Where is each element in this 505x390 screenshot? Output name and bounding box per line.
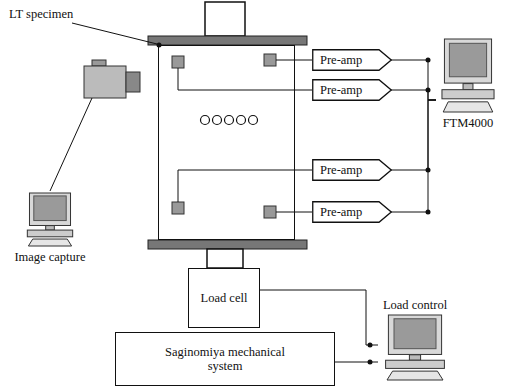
upper-plate bbox=[148, 36, 307, 45]
specimen: LT specimen bbox=[158, 45, 295, 240]
specimen-holes bbox=[201, 116, 258, 125]
upper-grip bbox=[205, 2, 245, 36]
signal-line bbox=[391, 100, 436, 170]
process-box: Saginomiya mechanical system bbox=[115, 332, 335, 386]
box-label: Pre-amp bbox=[320, 53, 362, 67]
preamp-box: Pre-amp bbox=[312, 159, 392, 181]
keyboard bbox=[387, 371, 443, 380]
hole bbox=[213, 116, 222, 125]
computer-case bbox=[442, 90, 494, 99]
computer-icon bbox=[23, 192, 77, 248]
box-label: Pre-amp bbox=[320, 83, 362, 97]
preamp-box: Pre-amp bbox=[312, 201, 392, 223]
sensor-wire bbox=[178, 68, 295, 90]
monitor-stand bbox=[463, 84, 473, 90]
signal-line bbox=[295, 212, 312, 213]
monitor-stand bbox=[409, 355, 420, 360]
preamp-box: Pre-amp bbox=[312, 49, 392, 71]
signal-line bbox=[391, 60, 436, 100]
sensor-wires bbox=[178, 60, 295, 212]
monitor-stand bbox=[46, 226, 55, 230]
preamp-shape bbox=[313, 160, 392, 181]
monitor bbox=[388, 315, 441, 354]
keyboard bbox=[28, 239, 71, 246]
lower-grip bbox=[207, 249, 243, 268]
node-label: LT specimen bbox=[9, 7, 73, 21]
computer-case bbox=[386, 361, 445, 369]
signal-line bbox=[295, 90, 312, 91]
hole bbox=[237, 116, 246, 125]
screen bbox=[449, 43, 486, 76]
keyboard bbox=[443, 102, 493, 112]
box-label: Load cell bbox=[201, 291, 248, 305]
sensor bbox=[172, 56, 184, 68]
computer: FTM4000 bbox=[436, 38, 500, 132]
box-label: Pre-amp bbox=[320, 163, 362, 177]
screen bbox=[394, 319, 436, 349]
node-label: Image capture bbox=[14, 250, 85, 264]
signal-line bbox=[295, 60, 312, 61]
preamp-box: Pre-amp bbox=[312, 79, 392, 101]
computer-icon bbox=[380, 314, 450, 382]
box-label: Saginomiya mechanical system bbox=[160, 345, 290, 374]
node-label: FTM4000 bbox=[443, 116, 494, 130]
preamp-shape bbox=[313, 50, 392, 71]
leader-line bbox=[72, 23, 157, 44]
sensor-wire bbox=[178, 170, 295, 202]
preamp-shape bbox=[313, 80, 392, 101]
sensor bbox=[264, 54, 276, 66]
signal-line bbox=[391, 100, 436, 212]
computer-icon bbox=[437, 38, 499, 114]
preamp-shape bbox=[313, 202, 392, 223]
hole bbox=[249, 116, 258, 125]
camera-lens bbox=[126, 72, 140, 92]
camera-body bbox=[84, 66, 126, 98]
monitor bbox=[29, 193, 70, 225]
signal-line bbox=[335, 362, 378, 363]
node-label: Load control bbox=[383, 298, 447, 312]
sensor bbox=[172, 202, 184, 214]
monitor bbox=[444, 39, 491, 83]
box-label: Pre-amp bbox=[320, 205, 362, 219]
hole bbox=[201, 116, 210, 125]
camera bbox=[84, 60, 140, 98]
process-box: Load cell bbox=[188, 268, 260, 328]
signal-line bbox=[295, 170, 312, 171]
signal-line bbox=[391, 90, 436, 100]
sensor bbox=[264, 206, 276, 218]
screen bbox=[34, 196, 66, 221]
sensor-wire bbox=[276, 60, 295, 61]
lower-plate bbox=[148, 240, 307, 249]
computer-case bbox=[27, 230, 72, 237]
sensor-wire bbox=[276, 212, 295, 213]
camera-cable bbox=[50, 98, 92, 191]
computer: Load control bbox=[378, 296, 452, 382]
hole bbox=[225, 116, 234, 125]
camera-top bbox=[92, 60, 106, 66]
computer: Image capture bbox=[10, 192, 90, 266]
